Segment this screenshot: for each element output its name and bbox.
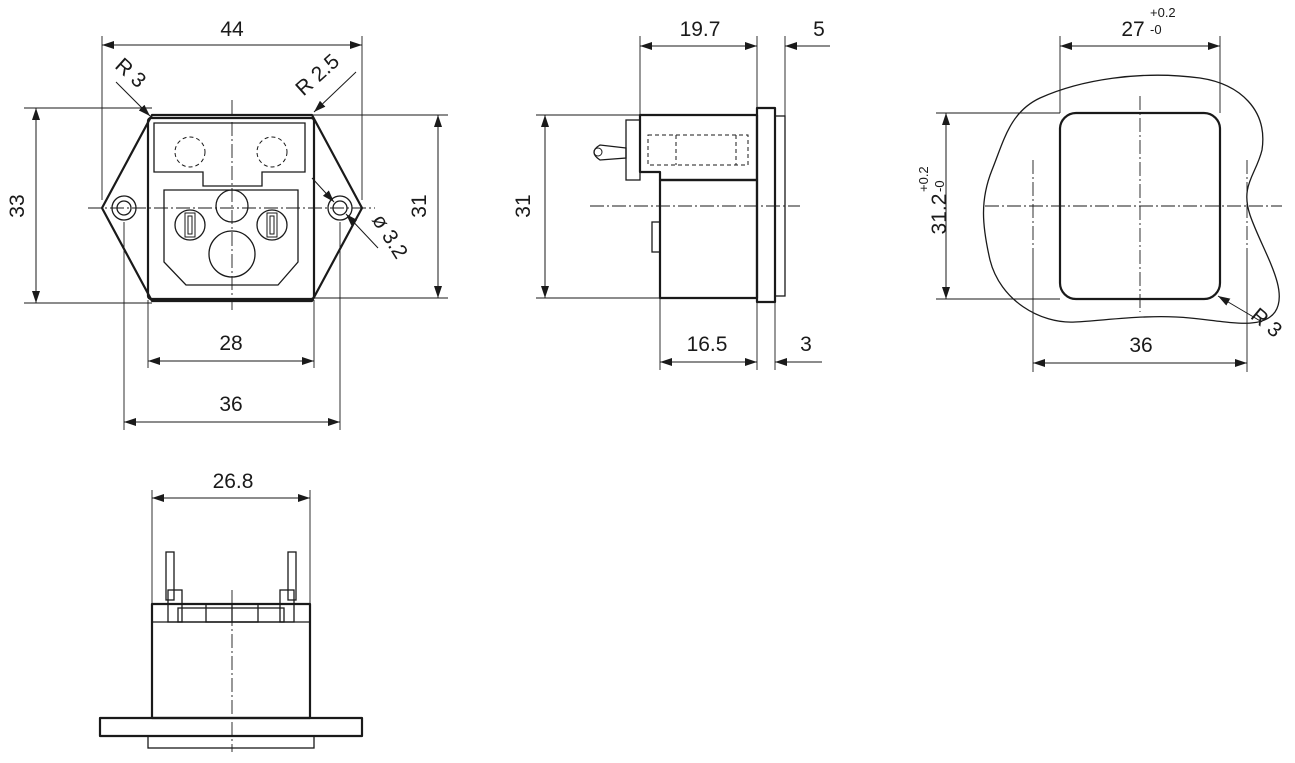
side-flange: [755, 106, 777, 304]
bottom-body: [150, 602, 312, 720]
hole-diameter-label: ø 3.2: [367, 210, 412, 263]
inlet-socket: [163, 189, 299, 286]
dim-label-cutout-height: 31.2: [928, 194, 951, 235]
side-body: [658, 178, 759, 300]
side-fuse-holder: [638, 113, 759, 182]
hidden-fuse: [647, 134, 749, 166]
bottom-shoulder-left: [167, 589, 183, 623]
dim-label-flange-thickness: 3: [800, 333, 812, 356]
bottom-flange: [98, 716, 364, 738]
bottom-view: 26.8: [98, 470, 364, 752]
dim-label-cutout-width: 27: [1121, 18, 1144, 41]
side-terminal-block: [625, 119, 641, 181]
side-terminal-hole: [593, 147, 603, 157]
pin-left: [184, 212, 196, 238]
dim-label-flange-width: 44: [220, 18, 244, 41]
dim-label-flange-height: 33: [6, 194, 29, 217]
leader-hole-a: [311, 177, 335, 203]
dim-label-lower-depth: 16.5: [687, 333, 728, 356]
front-view: 44 33 31 28 36 R 3 R 2.5 ø 3.2: [6, 18, 448, 430]
pin-left-inner: [187, 215, 193, 235]
dim-label-flange-depth: 5: [813, 18, 825, 41]
fuse-circle-left: [174, 136, 206, 168]
dim-label-cutout-hole-spacing: 36: [1129, 334, 1152, 357]
dim-label-bottom-width: 26.8: [213, 470, 254, 493]
dim-label-body-height: 31: [408, 194, 431, 217]
bottom-gasket: [147, 735, 315, 749]
leader-r25-front: [313, 71, 357, 113]
pin-socket-left: [174, 209, 206, 241]
tol-width-plus: +0.2: [1150, 5, 1176, 20]
leader-r3-cutout: [1217, 295, 1263, 323]
front-body-outline: [146, 116, 316, 301]
radius-label-left: R 3: [111, 54, 151, 93]
tol-height-plus: +0.2: [916, 166, 931, 192]
side-view: 19.7 5 31 16.5 3: [512, 18, 830, 370]
pin-right-inner: [269, 215, 275, 235]
fuse-circle-right: [256, 136, 288, 168]
bottom-terminal-left: [165, 551, 175, 601]
dim-label-side-height: 31: [512, 194, 535, 217]
leader-r3-front: [115, 81, 151, 117]
pin-socket-right: [256, 209, 288, 241]
radius-label-right: R 2.5: [291, 50, 344, 101]
fuse-drawer: [153, 122, 306, 187]
bottom-shoulder-right: [279, 589, 295, 623]
bottom-terminal-right: [287, 551, 297, 601]
dim-label-hole-spacing: 36: [219, 393, 242, 416]
tol-height-minus: -0: [932, 180, 947, 192]
side-terminal-tab: [593, 144, 627, 161]
cutout-view: 27 +0.2 -0 31.2 +0.2 -0 36 R 3: [916, 5, 1286, 372]
tol-width-minus: -0: [1150, 22, 1162, 37]
dim-label-depth: 19.7: [680, 18, 721, 41]
radius-label-cutout: R 3: [1246, 304, 1286, 343]
dim-label-body-width: 28: [219, 332, 242, 355]
pin-right: [266, 212, 278, 238]
leader-hole-b: [345, 213, 379, 249]
bottom-upper-block: [177, 607, 285, 623]
side-latch: [651, 221, 661, 253]
